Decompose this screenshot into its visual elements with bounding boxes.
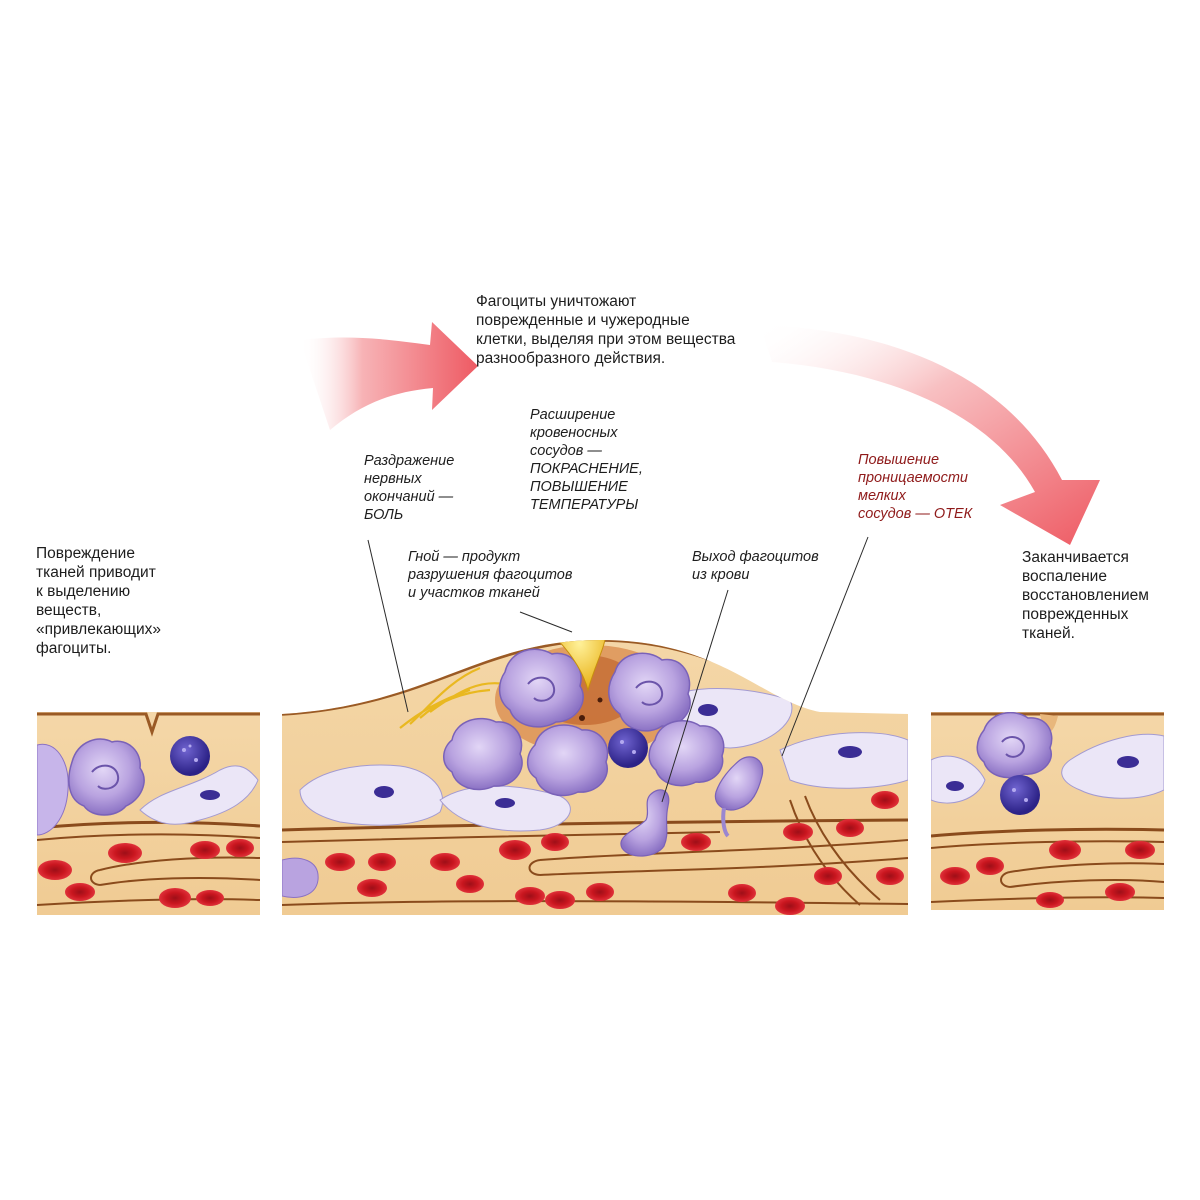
phagocyte [648, 719, 725, 787]
red-blood-cells [940, 840, 1155, 908]
right-process-arrow [760, 325, 1100, 545]
panel-inflammation [282, 640, 908, 915]
label-permeability-edema: Повышение проницаемости мелких сосудов —… [858, 452, 973, 522]
panel-recovery [931, 712, 1164, 910]
label-phagocyte-exit: Выход фагоцитов из крови [692, 549, 819, 583]
phagocyte [976, 712, 1053, 779]
caption-phagocytes-action: Фагоциты уничтожают поврежденные и чужер… [476, 293, 736, 367]
label-pus: Гной — продукт разрушения фагоцитов и уч… [408, 549, 573, 601]
leader-lines [367, 536, 869, 803]
emigrating-phagocyte [620, 789, 670, 857]
caption-inflammation-end: Заканчивается воспаление восстановлением… [1022, 549, 1149, 642]
phagocyte [443, 717, 523, 791]
phagocyte [498, 648, 584, 728]
phagocyte [68, 738, 145, 816]
left-process-arrow [300, 322, 478, 430]
fibroblast [1061, 733, 1164, 799]
fibroblast [299, 764, 444, 826]
panel-initial-damage [37, 712, 260, 915]
phagocyte [526, 724, 609, 797]
emigrating-phagocyte [714, 756, 764, 811]
fibroblast [779, 732, 908, 789]
nerve-endings [399, 666, 506, 729]
red-blood-cells [284, 791, 904, 915]
fibroblast [139, 765, 259, 825]
lymphocyte [170, 736, 210, 776]
lymphocyte [608, 728, 648, 768]
caption-tissue-damage: Повреждение тканей приводит к выделению … [36, 545, 161, 657]
phagocyte [608, 652, 691, 732]
fibroblast [931, 755, 986, 804]
red-blood-cells [38, 839, 254, 908]
label-nerve-irritation-pain: Раздражение нервных окончаний — БОЛЬ [364, 453, 455, 523]
label-vessel-dilation: Расширение кровеносных сосудов — ПОКРАСН… [530, 407, 643, 513]
lymphocyte [1000, 775, 1040, 815]
